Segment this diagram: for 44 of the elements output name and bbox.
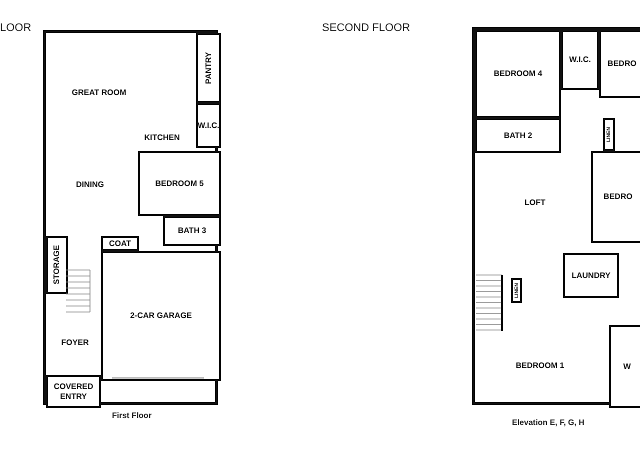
room-name: PANTRY: [204, 52, 214, 84]
floor-plan-outline: [472, 27, 640, 405]
room-name: KITCHEN: [144, 133, 180, 143]
room-name: BEDRO: [608, 59, 636, 69]
room: [609, 325, 640, 408]
room-name: LOFT: [524, 198, 546, 208]
room-name: FOYER: [61, 338, 89, 348]
room: [196, 33, 221, 103]
floor-title: SECOND FLOOR: [322, 22, 410, 34]
room: [475, 118, 561, 153]
room: [196, 103, 221, 148]
room-name: BEDROOM 1: [516, 361, 564, 371]
room-name: COAT: [108, 238, 132, 248]
room: [101, 251, 221, 381]
room-name: W: [623, 362, 631, 372]
room-name: W.I.C.: [198, 120, 220, 130]
room: [603, 118, 615, 151]
plan-caption: First Floor: [112, 411, 152, 420]
room-name: 2-CAR GARAGE: [130, 311, 192, 321]
room-name: BEDRO: [604, 192, 632, 202]
room-name: DINING: [76, 180, 104, 190]
room-name: LAUNDRY: [572, 270, 610, 280]
room-name: BATH 3: [178, 226, 206, 236]
room: [591, 151, 640, 243]
room-name: BEDROOM 4: [494, 69, 542, 79]
room: [138, 151, 221, 216]
room: [46, 375, 101, 408]
room: [561, 30, 599, 90]
room-name: COVERED ENTRY: [52, 382, 94, 402]
room-name: STORAGE: [52, 245, 62, 285]
room: [511, 278, 522, 303]
room: [599, 30, 640, 98]
room-name: W.I.C.: [569, 55, 591, 65]
floor-plan-outline: [43, 30, 218, 405]
room-name: BATH 2: [504, 130, 532, 140]
room: [46, 236, 68, 294]
room: [101, 236, 139, 251]
room-name: BEDROOM 5: [155, 178, 204, 188]
plan-caption: Elevation E, F, G, H: [512, 418, 584, 427]
room-name: GREAT ROOM: [72, 88, 126, 98]
floor-title: LOOR: [0, 22, 32, 34]
room: [563, 253, 619, 298]
room: [163, 216, 221, 246]
room: [475, 30, 561, 118]
